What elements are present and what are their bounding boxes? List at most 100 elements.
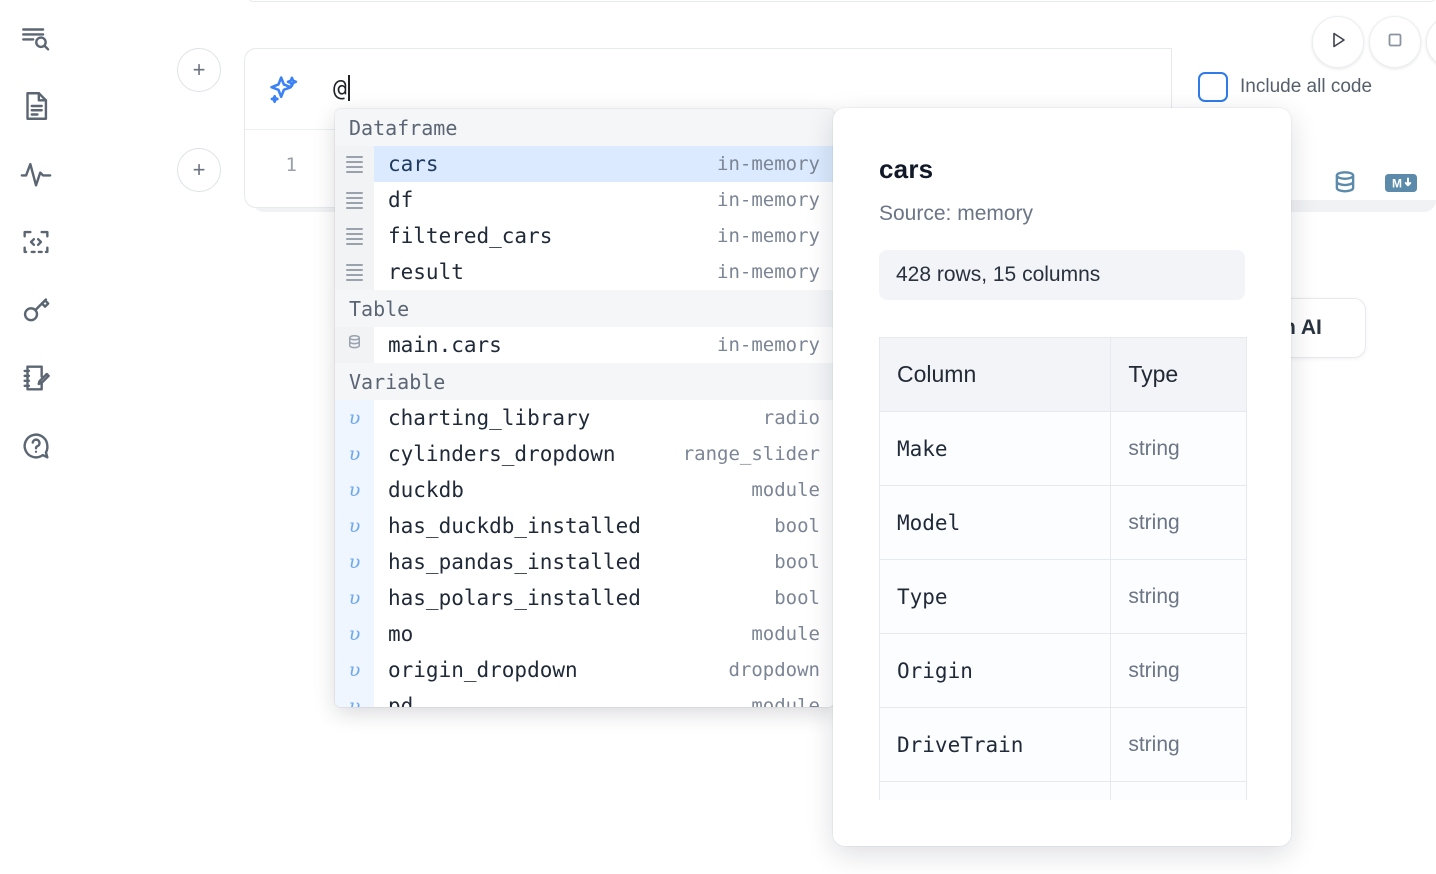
schema-column-type: string xyxy=(1110,559,1247,634)
schema-column-type: string xyxy=(1110,485,1247,560)
autocomplete-item-name: has_duckdb_installed xyxy=(388,514,641,538)
autocomplete-item-name: has_polars_installed xyxy=(388,586,641,610)
preview-stats-badge: 428 rows, 15 columns xyxy=(879,250,1245,300)
autocomplete-item-type: in-memory xyxy=(717,261,820,283)
cell-output-icons: M xyxy=(1330,168,1418,203)
schema-column-name: Origin xyxy=(878,633,1112,708)
activity-icon xyxy=(19,157,53,191)
autocomplete-item-glyph: υ xyxy=(335,436,374,472)
autocomplete-section-header: Table xyxy=(335,290,834,327)
sidebar-item-file-search[interactable] xyxy=(14,16,58,60)
schema-column-name: DriveTrain xyxy=(878,707,1112,782)
run-cell-button[interactable] xyxy=(1312,16,1364,68)
add-cell-button-above[interactable]: + xyxy=(177,48,221,92)
autocomplete-item-type: in-memory xyxy=(717,225,820,247)
autocomplete-item-name: df xyxy=(388,188,414,212)
autocomplete-item-name: cylinders_dropdown xyxy=(388,442,616,466)
include-all-code-toggle[interactable]: Include all code xyxy=(1198,72,1372,102)
add-cell-button-below[interactable]: + xyxy=(177,148,221,192)
column-header-column: Column xyxy=(878,337,1112,412)
variable-icon: υ xyxy=(348,479,361,501)
autocomplete-item-glyph xyxy=(335,254,374,290)
sidebar-item-help[interactable] xyxy=(14,424,58,468)
autocomplete-item[interactable]: υ pd module xyxy=(335,688,834,707)
schema-column-name: Type xyxy=(878,559,1112,634)
autocomplete-item-type: module xyxy=(751,695,820,707)
ai-prompt-input[interactable]: @ xyxy=(333,75,350,102)
autocomplete-item-glyph: υ xyxy=(335,616,374,652)
code-snippet-icon xyxy=(19,225,53,259)
stop-square-icon xyxy=(1383,28,1407,57)
variable-icon: υ xyxy=(348,407,361,429)
database-icon xyxy=(345,333,364,357)
stop-cell-button[interactable] xyxy=(1369,16,1421,68)
autocomplete-item-type: bool xyxy=(774,515,820,537)
autocomplete-item-glyph: υ xyxy=(335,580,374,616)
column-header-type: Type xyxy=(1110,337,1247,412)
autocomplete-item-type: in-memory xyxy=(717,189,820,211)
preview-title: cars xyxy=(879,154,934,184)
autocomplete-item-glyph xyxy=(335,182,374,218)
help-chat-icon xyxy=(19,429,53,463)
sidebar-item-document[interactable] xyxy=(14,84,58,128)
autocomplete-item[interactable]: υ duckdb module xyxy=(335,472,834,508)
autocomplete-item-name: pd xyxy=(388,694,414,707)
autocomplete-item-glyph: υ xyxy=(335,400,374,436)
ai-prompt-value: @ xyxy=(333,76,347,102)
autocomplete-item-type: module xyxy=(751,623,820,645)
table-header-row: Column Type xyxy=(878,337,1247,412)
sidebar-item-activity[interactable] xyxy=(14,152,58,196)
previous-cell-edge xyxy=(248,0,1436,2)
autocomplete-item[interactable]: υ origin_dropdown dropdown xyxy=(335,652,834,688)
autocomplete-item-type: radio xyxy=(762,407,820,429)
autocomplete-item[interactable]: df in-memory xyxy=(335,182,834,218)
autocomplete-item-glyph xyxy=(335,218,374,254)
include-all-code-checkbox[interactable] xyxy=(1198,72,1228,102)
schema-column-type: string xyxy=(1110,707,1247,782)
sidebar-item-snippets[interactable] xyxy=(14,220,58,264)
autocomplete-item-name: charting_library xyxy=(388,406,591,430)
autocomplete-item-name: has_pandas_installed xyxy=(388,550,641,574)
autocomplete-item-glyph xyxy=(335,146,374,182)
sidebar-item-scratchpad[interactable] xyxy=(14,356,58,400)
more-options-button[interactable] xyxy=(1426,16,1436,68)
document-icon xyxy=(19,89,53,123)
autocomplete-item-name: duckdb xyxy=(388,478,464,502)
file-search-icon xyxy=(19,21,53,55)
autocomplete-section-header: Variable xyxy=(335,363,834,400)
lines-icon xyxy=(346,227,363,245)
variable-icon: υ xyxy=(348,515,361,537)
autocomplete-item-type: module xyxy=(751,479,820,501)
variable-icon: υ xyxy=(348,623,361,645)
autocomplete-item-name: origin_dropdown xyxy=(388,658,578,682)
key-icon xyxy=(19,293,53,327)
line-number: 1 xyxy=(285,154,297,176)
lines-icon xyxy=(346,191,363,209)
include-all-code-label: Include all code xyxy=(1240,76,1373,97)
markdown-icon[interactable]: M xyxy=(1384,171,1418,200)
database-icon[interactable] xyxy=(1330,168,1360,203)
autocomplete-item-glyph: υ xyxy=(335,652,374,688)
autocomplete-item[interactable]: υ charting_library radio xyxy=(335,400,834,436)
lines-icon xyxy=(346,155,363,173)
variable-icon: υ xyxy=(348,695,361,707)
sidebar-item-secrets[interactable] xyxy=(14,288,58,332)
variable-icon: υ xyxy=(348,551,361,573)
variable-icon: υ xyxy=(348,659,361,681)
autocomplete-item-type: dropdown xyxy=(728,659,820,681)
svg-text:M: M xyxy=(1392,177,1402,191)
autocomplete-item[interactable]: υ has_duckdb_installed bool xyxy=(335,508,834,544)
sparkles-icon xyxy=(267,73,301,107)
